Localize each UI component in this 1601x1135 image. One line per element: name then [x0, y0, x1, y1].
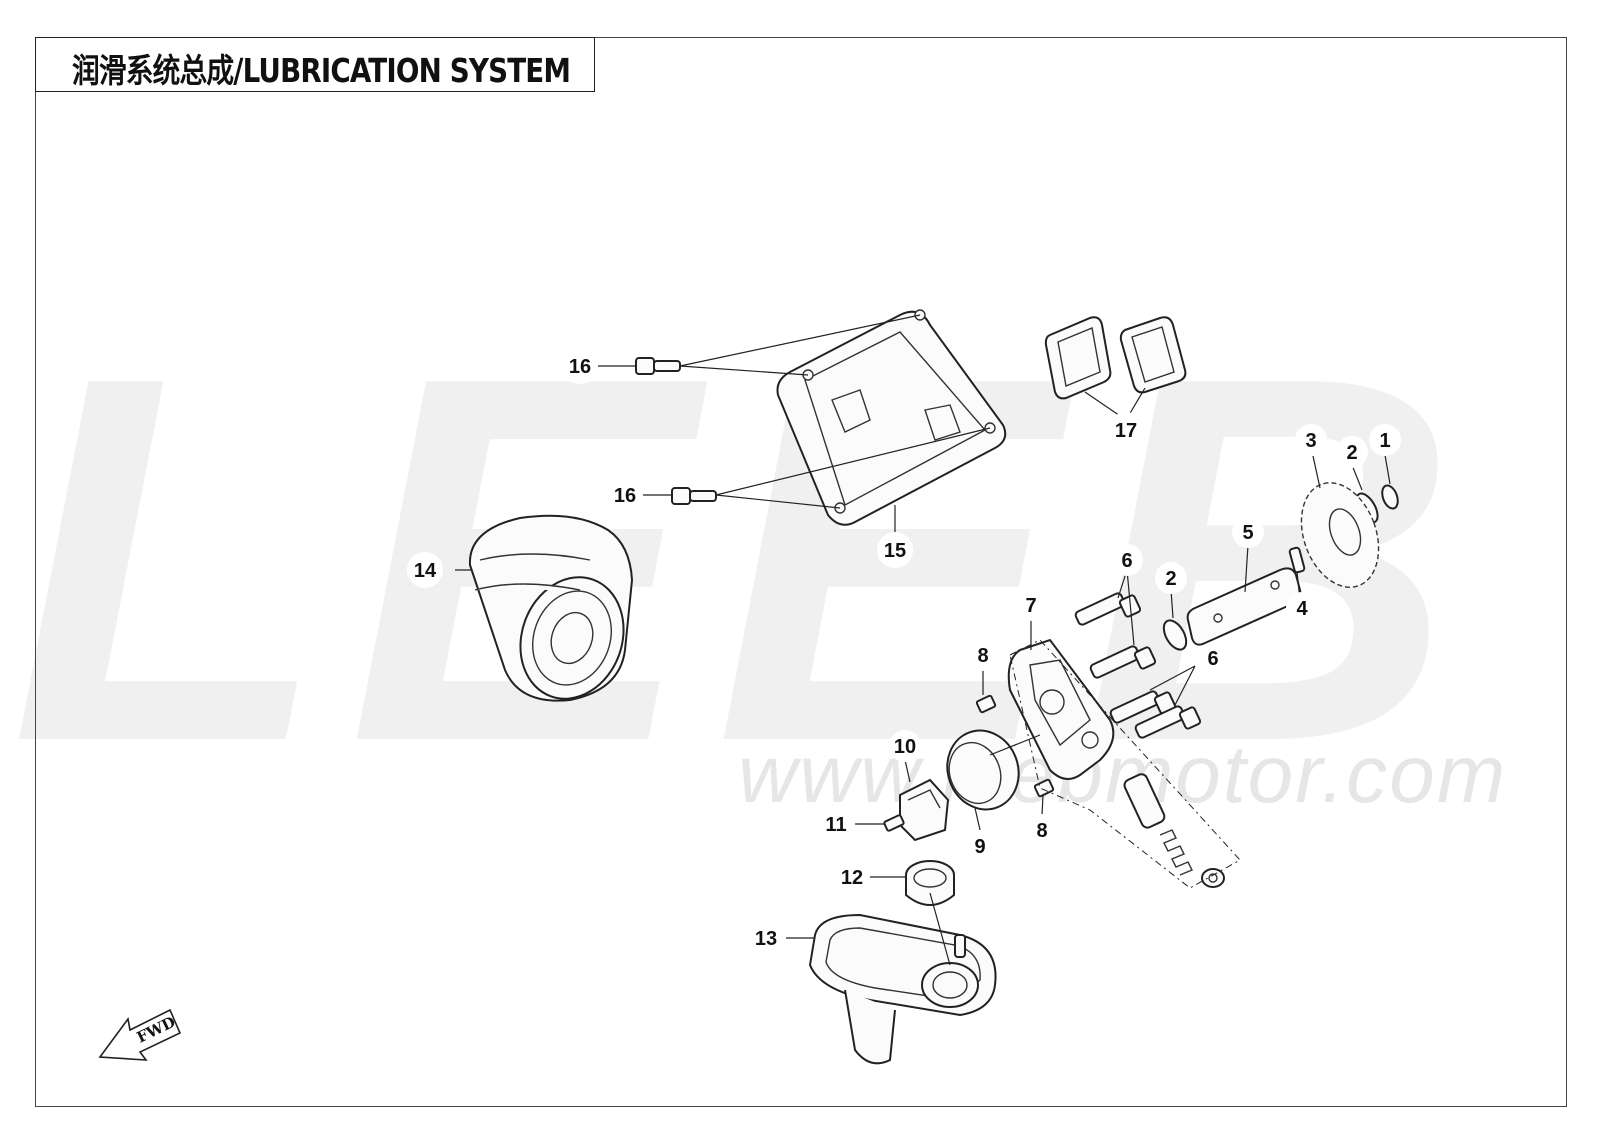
svg-text:12: 12	[841, 867, 863, 889]
svg-text:13: 13	[755, 928, 777, 950]
driven-gear-part-3	[1300, 482, 1380, 588]
callout-3: 3	[1295, 424, 1327, 456]
svg-text:5: 5	[1242, 522, 1253, 544]
oil-pump-body-part-7	[1007, 638, 1115, 780]
callout-1: 1	[1369, 424, 1401, 456]
svg-text:4: 4	[1296, 598, 1308, 620]
gasket-part-17	[1044, 316, 1187, 400]
callout-13: 13	[750, 922, 782, 954]
circlip-part-1	[1381, 484, 1399, 510]
svg-text:1: 1	[1379, 430, 1390, 452]
callout-16-lower: 16	[607, 477, 643, 513]
callout-11: 11	[820, 808, 852, 840]
oil-filter-part-14	[468, 514, 634, 702]
svg-text:14: 14	[414, 560, 437, 582]
washer-part-2-left	[1162, 619, 1188, 651]
callout-14: 14	[407, 552, 443, 588]
callout-4: 4	[1286, 592, 1318, 624]
svg-text:9: 9	[974, 836, 985, 858]
callout-2-left: 2	[1155, 562, 1187, 594]
watermark-url: www.leebmotor.com	[738, 729, 1508, 820]
svg-text:3: 3	[1305, 430, 1316, 452]
callout-17: 17	[1108, 412, 1144, 448]
svg-text:16: 16	[614, 485, 636, 507]
callout-6-lower: 6	[1197, 642, 1229, 674]
dowel-pin-part-8-upper	[975, 694, 997, 714]
svg-text:8: 8	[1036, 820, 1047, 842]
svg-text:17: 17	[1115, 420, 1137, 442]
svg-text:6: 6	[1207, 648, 1218, 670]
oil-strainer-part-13	[808, 913, 997, 1065]
callout-2-right: 2	[1336, 436, 1368, 468]
title-box: 润滑系统总成/LUBRICATION SYSTEM	[35, 37, 595, 92]
callout-9: 9	[964, 830, 996, 862]
dowel-pin-part-8-lower	[1033, 778, 1055, 798]
callout-5: 5	[1232, 516, 1264, 548]
relief-valve-spring	[1123, 773, 1225, 888]
svg-text:10: 10	[894, 736, 916, 758]
pin-part-4	[1288, 546, 1306, 574]
svg-text:11: 11	[825, 814, 846, 836]
bolt-part-6-c	[1109, 690, 1177, 724]
page-title: 润滑系统总成/LUBRICATION SYSTEM	[72, 51, 571, 90]
callout-15: 15	[877, 532, 913, 568]
outer-rotor-part-9	[946, 729, 1020, 811]
svg-text:16: 16	[569, 356, 591, 378]
callout-8-upper: 8	[967, 639, 999, 671]
bolt-part-16-lower	[671, 487, 717, 505]
bolt-part-6-d	[1134, 705, 1202, 739]
leader-lines	[455, 314, 1391, 966]
bolt-part-6-b	[1089, 645, 1157, 679]
callout-8-lower: 8	[1026, 814, 1058, 846]
callout-10: 10	[889, 730, 921, 762]
callout-12: 12	[836, 861, 868, 893]
cover-plate-part-15	[776, 309, 1007, 526]
callout-16-upper: 16	[562, 348, 598, 384]
svg-text:7: 7	[1025, 595, 1036, 617]
watermark-brand: LEEB	[10, 269, 1477, 850]
inner-rotor-part-10	[899, 778, 950, 842]
fwd-arrow-icon: FWD	[98, 1008, 182, 1061]
seal-ring-part-12	[905, 860, 955, 906]
svg-text:15: 15	[884, 540, 906, 562]
svg-text:8: 8	[977, 645, 988, 667]
callout-7: 7	[1015, 589, 1047, 621]
pin-part-11	[883, 814, 905, 832]
svg-text:2: 2	[1346, 442, 1357, 464]
bolt-part-16-upper	[635, 357, 681, 375]
svg-text:2: 2	[1165, 568, 1176, 590]
diagram-frame	[35, 37, 1567, 1107]
callout-6-upper: 6	[1111, 544, 1143, 576]
pump-shaft-part-5	[1186, 567, 1302, 646]
svg-text:6: 6	[1121, 550, 1132, 572]
